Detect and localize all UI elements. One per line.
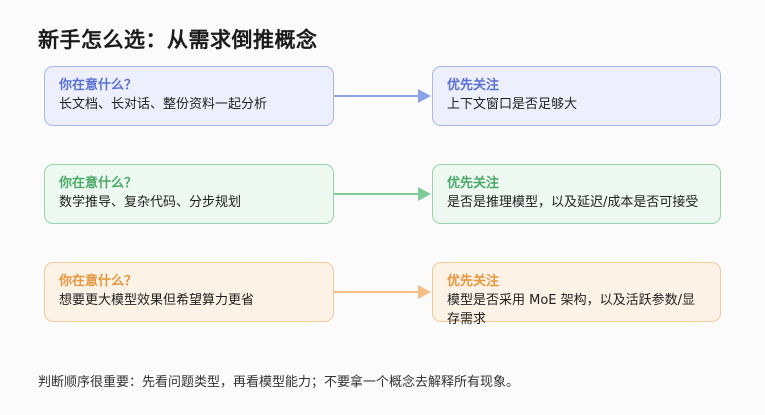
arrow-connector xyxy=(334,89,432,103)
focus-heading: 优先关注 xyxy=(447,176,500,191)
flow-row-moe: 你在意什么？ 想要更大模型效果但希望算力更省 优先关注 模型是否采用 MoE 架… xyxy=(0,262,765,327)
page-title: 新手怎么选：从需求倒推概念 xyxy=(38,28,318,52)
need-box-context: 你在意什么？ 长文档、长对话、整份资料一起分析 xyxy=(44,66,334,126)
need-heading: 你在意什么？ xyxy=(59,274,138,289)
focus-text: 上下文窗口是否足够大 xyxy=(447,97,578,112)
footer-note: 判断顺序很重要：先看问题类型，再看模型能力；不要拿一个概念去解释所有现象。 xyxy=(38,375,520,390)
arrow-connector xyxy=(334,187,432,201)
focus-text: 模型是否采用 MoE 架构，以及活跃参数/显存需求 xyxy=(447,293,696,327)
arrow-right-icon xyxy=(418,89,431,103)
arrow-right-icon xyxy=(418,285,431,299)
need-box-moe: 你在意什么？ 想要更大模型效果但希望算力更省 xyxy=(44,262,334,322)
connector-line xyxy=(334,291,420,293)
focus-box-reasoning: 优先关注 是否是推理模型，以及延迟/成本是否可接受 xyxy=(432,164,721,224)
flow-row-reasoning: 你在意什么？ 数学推导、复杂代码、分步规划 优先关注 是否是推理模型，以及延迟/… xyxy=(0,164,765,224)
need-heading: 你在意什么？ xyxy=(59,78,138,93)
connector-line xyxy=(334,193,420,195)
need-text: 想要更大模型效果但希望算力更省 xyxy=(59,293,255,308)
flow-row-context: 你在意什么？ 长文档、长对话、整份资料一起分析 优先关注 上下文窗口是否足够大 xyxy=(0,66,765,126)
need-box-reasoning: 你在意什么？ 数学推导、复杂代码、分步规划 xyxy=(44,164,334,224)
focus-box-moe: 优先关注 模型是否采用 MoE 架构，以及活跃参数/显存需求 xyxy=(432,262,721,327)
need-text: 长文档、长对话、整份资料一起分析 xyxy=(59,97,268,112)
focus-heading: 优先关注 xyxy=(447,274,500,289)
focus-box-context: 优先关注 上下文窗口是否足够大 xyxy=(432,66,721,126)
arrow-connector xyxy=(334,285,432,299)
connector-line xyxy=(334,95,420,97)
focus-text: 是否是推理模型，以及延迟/成本是否可接受 xyxy=(447,195,699,210)
need-heading: 你在意什么？ xyxy=(59,176,138,191)
focus-heading: 优先关注 xyxy=(447,78,500,93)
arrow-right-icon xyxy=(418,187,431,201)
need-text: 数学推导、复杂代码、分步规划 xyxy=(59,195,242,210)
